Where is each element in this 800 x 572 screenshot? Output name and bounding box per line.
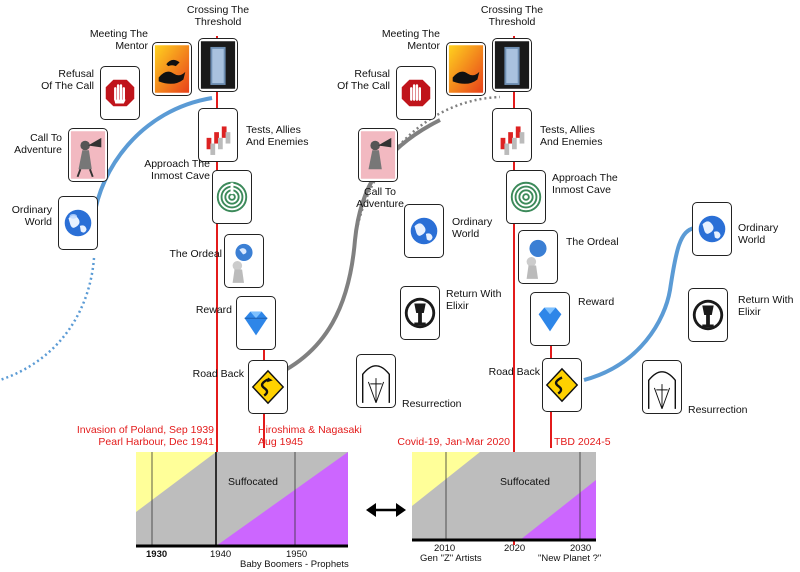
event-covid: Covid-19, Jan-Mar 2020 — [397, 436, 510, 448]
right-road-back-card — [542, 358, 582, 412]
right-chart-caption-right: "New Planet ?" — [538, 553, 602, 564]
doorway-icon — [494, 41, 530, 89]
left-chart-suffocated: Suffocated — [228, 476, 279, 488]
mentor-hands-icon — [154, 45, 190, 93]
left-ordinary-world-label: Ordinary World — [11, 204, 52, 228]
figure-with-globe-icon — [526, 239, 547, 279]
resurrection-card — [356, 354, 396, 408]
threshold-card — [198, 38, 238, 92]
grail-elixir-icon — [692, 299, 724, 331]
globe-icon — [698, 215, 726, 243]
right-reward-label: Reward — [578, 296, 615, 308]
globe-icon — [410, 217, 438, 245]
far-return-elixir-label: Return With Elixir — [738, 294, 794, 318]
call-to-adventure-card — [68, 128, 108, 182]
far-return-elixir-card — [688, 288, 728, 342]
event-poland: Invasion of Poland, Sep 1939 — [76, 424, 214, 436]
left-tests-label: Tests, Allies And Enemies — [246, 124, 309, 148]
right-reward-card — [530, 292, 570, 346]
left-tick-1950: 1950 — [286, 549, 308, 560]
right-chart-suffocated: Suffocated — [500, 476, 551, 488]
tests-card — [198, 108, 238, 162]
event-hiroshima-date: Aug 1945 — [258, 436, 303, 448]
left-arc-dotted — [0, 257, 96, 382]
globe-icon — [64, 209, 92, 237]
left-ordeal-label: The Ordeal — [169, 248, 222, 260]
right-arc — [583, 226, 696, 382]
reward-card — [236, 296, 276, 350]
left-call-label: Call To Adventure — [14, 132, 62, 156]
right-ordinary-world-label: Ordinary World — [452, 216, 493, 240]
labyrinth-icon — [216, 181, 248, 213]
figure-with-globe-icon — [232, 243, 253, 283]
far-ordinary-world-label: Ordinary World — [738, 222, 779, 246]
left-mentor-label: Meeting The Mentor — [89, 28, 148, 52]
right-chart-caption-left: Gen "Z" Artists — [420, 553, 482, 564]
resurrection-icon — [361, 365, 391, 404]
ordeal-card — [224, 234, 264, 288]
right-road-back-label: Road Back — [488, 366, 540, 378]
diamond-icon — [244, 311, 268, 336]
left-approach-label: Approach The Inmost Cave — [144, 158, 210, 182]
left-reward-label: Reward — [195, 304, 232, 316]
chess-pieces-icon — [206, 126, 231, 155]
diamond-icon — [538, 307, 562, 332]
right-tick-2030: 2030 — [570, 543, 592, 554]
right-mentor-label: Meeting The Mentor — [381, 28, 440, 52]
event-hiroshima: Hiroshima & Nagasaki — [258, 424, 362, 436]
far-ordinary-world-card — [692, 202, 732, 256]
grail-elixir-icon — [404, 297, 436, 329]
left-threshold-label: Crossing The Threshold — [186, 4, 250, 28]
right-ordeal-label: The Ordeal — [566, 236, 619, 248]
right-threshold-label: Crossing The Threshold — [480, 4, 544, 28]
right-call-label: Call To Adventure — [356, 186, 404, 210]
left-tick-1940: 1940 — [210, 549, 232, 560]
right-approach-card — [506, 170, 546, 224]
winding-road-sign-icon — [251, 369, 285, 405]
far-resurrection-card — [642, 360, 682, 414]
mentor-hands-icon — [448, 45, 484, 93]
left-resurrection-label: Resurrection — [402, 398, 462, 410]
mentor-card — [152, 42, 192, 96]
right-tick-2010: 2010 — [434, 543, 456, 554]
refusal-card — [100, 66, 140, 120]
far-resurrection-label: Resurrection — [688, 404, 748, 416]
double-arrow-icon — [366, 503, 406, 517]
right-return-elixir-card — [400, 286, 440, 340]
resurrection-icon — [647, 371, 677, 410]
right-call-card — [358, 128, 398, 182]
trumpeter-icon — [360, 131, 396, 179]
stop-hand-icon — [105, 79, 135, 107]
right-ordinary-world-card — [404, 204, 444, 258]
left-refusal-label: Refusal Of The Call — [41, 68, 94, 92]
event-pearl-harbour: Pearl Harbour, Dec 1941 — [98, 436, 214, 448]
right-refusal-label: Refusal Of The Call — [337, 68, 390, 92]
stop-hand-icon — [401, 79, 431, 107]
right-threshold-card — [492, 38, 532, 92]
ordinary-world-card — [58, 196, 98, 250]
left-road-back-label: Road Back — [192, 368, 244, 380]
chess-pieces-icon — [500, 126, 525, 155]
gray-arc-dotted — [353, 95, 501, 241]
right-tests-label: Tests, Allies And Enemies — [540, 124, 603, 148]
right-refusal-card — [396, 66, 436, 120]
trumpeter-icon — [70, 131, 106, 179]
right-return-elixir-label: Return With Elixir — [446, 288, 502, 312]
left-chart-caption: Baby Boomers - Prophets — [240, 559, 349, 570]
right-tick-2020: 2020 — [504, 543, 526, 554]
event-tbd: TBD 2024-5 — [554, 436, 611, 448]
doorway-icon — [200, 41, 236, 89]
right-tests-card — [492, 108, 532, 162]
approach-card — [212, 170, 252, 224]
right-approach-label: Approach The Inmost Cave — [552, 172, 618, 196]
right-mentor-card — [446, 42, 486, 96]
left-tick-1930: 1930 — [146, 549, 168, 560]
road-back-card — [248, 360, 288, 414]
right-ordeal-card — [518, 230, 558, 284]
labyrinth-icon — [510, 181, 542, 213]
winding-road-sign-icon — [545, 367, 579, 403]
